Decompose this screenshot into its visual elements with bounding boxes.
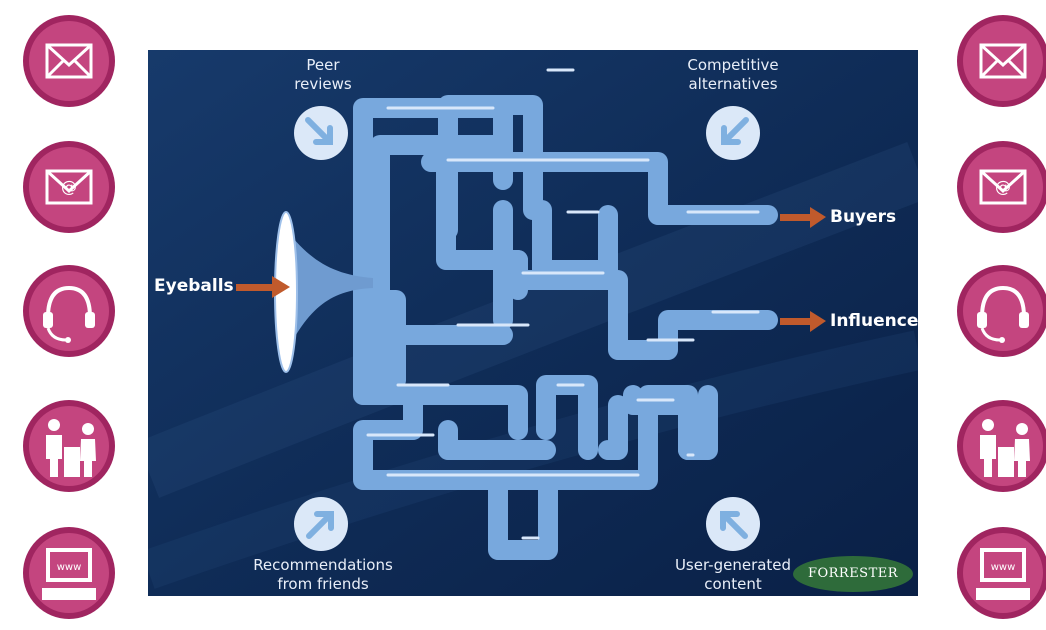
- flow-arrows: [236, 207, 826, 332]
- arrow-circle-peer: [294, 106, 348, 160]
- forrester-logo-text: FORRESTER: [807, 566, 899, 581]
- www-computer-icon-right[interactable]: www: [954, 524, 1046, 622]
- label-peer-reviews: Peer reviews: [278, 56, 368, 94]
- svg-text:@: @: [995, 177, 1011, 196]
- arrow-circle-competitive: [706, 106, 760, 160]
- headset-icon-left[interactable]: [20, 262, 118, 360]
- headset-icon-right[interactable]: [954, 262, 1046, 360]
- label-eyeballs: Eyeballs: [154, 276, 234, 296]
- label-influencers: Influencers: [830, 311, 918, 331]
- label-competitive-alternatives: Competitive alternatives: [658, 56, 808, 94]
- pipe-highlights: [366, 68, 760, 540]
- arrow-circle-recommendations: [294, 497, 348, 551]
- funnel-body: [283, 225, 373, 360]
- email-at-icon-left[interactable]: @: [20, 138, 118, 236]
- www-computer-icon-left[interactable]: www: [20, 524, 118, 622]
- label-recommendations: Recommendations from friends: [243, 556, 403, 594]
- mail-icon-right[interactable]: [954, 12, 1046, 110]
- svg-text:@: @: [61, 177, 77, 196]
- email-at-icon-right[interactable]: @: [954, 138, 1046, 236]
- mail-icon-left[interactable]: [20, 12, 118, 110]
- label-user-generated: User-generated content: [658, 556, 808, 594]
- store-clerk-icon-right[interactable]: [954, 397, 1046, 495]
- arrow-circle-user-generated: [706, 497, 760, 551]
- label-user-generated-line2: content: [704, 575, 762, 593]
- label-competitive-line1: Competitive: [687, 56, 779, 74]
- maze-pipes: [353, 95, 778, 560]
- label-recommendations-line1: Recommendations: [253, 556, 393, 574]
- label-buyers: Buyers: [830, 207, 897, 227]
- forrester-logo-shape: [793, 556, 913, 592]
- label-recommendations-line2: from friends: [277, 575, 369, 593]
- svg-text:www: www: [991, 562, 1016, 573]
- label-peer-line2: reviews: [294, 75, 352, 93]
- maze-background: [148, 50, 918, 596]
- store-clerk-icon-left[interactable]: [20, 397, 118, 495]
- svg-text:www: www: [57, 562, 82, 573]
- maze-diagram: Peer reviews Competitive alternatives Re…: [148, 50, 918, 596]
- label-peer-line1: Peer: [306, 56, 340, 74]
- label-competitive-line2: alternatives: [688, 75, 778, 93]
- label-user-generated-line1: User-generated: [674, 556, 792, 574]
